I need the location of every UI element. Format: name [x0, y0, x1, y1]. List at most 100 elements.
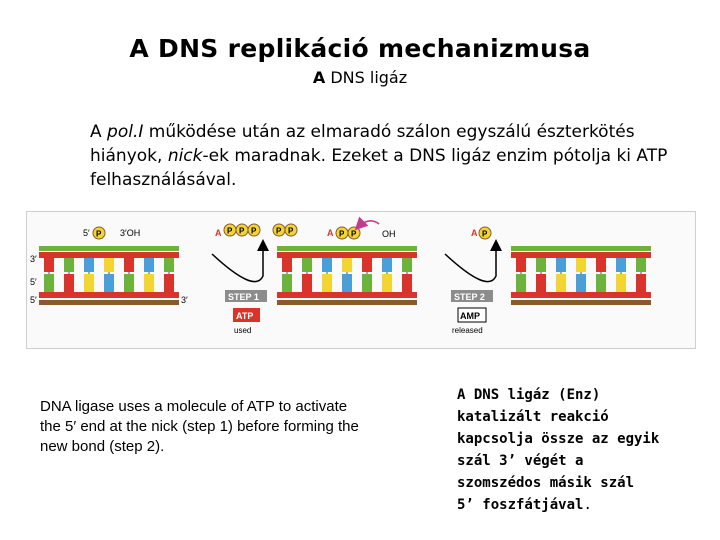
- summary-line-6-end: .: [583, 497, 592, 513]
- summary-line-5: szomszédos másik szál: [457, 475, 635, 491]
- base-top: [536, 258, 546, 272]
- base-top: [516, 258, 526, 272]
- phosphate-pp-2: P: [284, 223, 298, 237]
- phosphate-label-1: P: [96, 230, 102, 239]
- label-5prime-left: 5′: [30, 277, 37, 287]
- base-top: [402, 258, 412, 272]
- svg-text:P: P: [482, 230, 488, 239]
- base-bottom: [124, 274, 134, 292]
- summary-text: A DNS ligáz (Enz) katalizált reakció kap…: [457, 384, 707, 516]
- base-bottom: [64, 274, 74, 292]
- phosphate-atp-2: P: [235, 223, 249, 237]
- bottom-sugar: [277, 300, 417, 305]
- step1-arrow: [211, 239, 269, 283]
- subtitle-prefix: A: [312, 68, 326, 87]
- label-3oh-top-1: 3′OH: [120, 228, 140, 238]
- svg-text:P: P: [239, 227, 245, 236]
- intro-italic-nick: nick: [167, 146, 203, 166]
- intro-part3: -ek maradnak. Ezeket a DNS ligáz enzim p…: [90, 146, 668, 190]
- amp-label: AMP: [460, 311, 480, 321]
- base-bottom: [556, 274, 566, 292]
- base-top: [342, 258, 352, 272]
- phosphate-mid-2: P: [347, 226, 361, 240]
- bottom-backbone: [39, 292, 179, 298]
- bottom-sugar: [39, 300, 179, 305]
- base-bottom: [44, 274, 54, 292]
- bottom-backbone: [511, 292, 651, 298]
- summary-line-1: A DNS ligáz (Enz): [457, 387, 601, 403]
- page-title: A DNS replikáció mechanizmusa: [129, 34, 591, 63]
- base-top: [616, 258, 626, 272]
- base-top: [636, 258, 646, 272]
- svg-text:P: P: [251, 227, 257, 236]
- phosphate-mid-1: P: [335, 226, 349, 240]
- adenine-label-3: A: [471, 228, 478, 238]
- svg-text:P: P: [339, 230, 345, 239]
- top-sugar: [511, 246, 651, 251]
- adenine-label-1: A: [215, 228, 222, 238]
- base-bottom: [362, 274, 372, 292]
- base-top: [322, 258, 332, 272]
- base-bottom: [302, 274, 312, 292]
- base-top: [302, 258, 312, 272]
- base-bottom: [516, 274, 526, 292]
- summary-line-4: szál 3’ végét a: [457, 453, 584, 469]
- label-5prime-bottom: 5′: [30, 295, 37, 305]
- base-top: [64, 258, 74, 272]
- base-bottom: [536, 274, 546, 292]
- base-top: [362, 258, 372, 272]
- oh-label-mid: OH: [382, 229, 396, 239]
- base-top: [44, 258, 54, 272]
- summary-line-6-bold: 5’ foszfátjával: [457, 497, 584, 513]
- dna-segment-3: [511, 246, 651, 305]
- top-backbone: [511, 252, 651, 258]
- base-bottom: [164, 274, 174, 292]
- base-bottom: [576, 274, 586, 292]
- phosphate-circle-1: [92, 226, 106, 240]
- base-bottom: [282, 274, 292, 292]
- label-3prime-left: 3′: [30, 254, 37, 264]
- label-3prime-bottom: 3′: [181, 295, 188, 305]
- base-bottom: [342, 274, 352, 292]
- svg-text:P: P: [227, 227, 233, 236]
- summary-line-2: katalizált reakció: [457, 409, 609, 425]
- summary-line-6: 5’ foszfátjával.: [457, 494, 707, 516]
- intro-part2: működése után az elmaradó szálon egyszál…: [90, 122, 635, 166]
- dna-segment-2: [277, 246, 417, 305]
- step2-label: STEP 2: [454, 292, 485, 302]
- base-bottom: [596, 274, 606, 292]
- label-5prime-top-1: 5′: [83, 228, 90, 238]
- top-backbone: [39, 252, 179, 258]
- phosphate-atp-1: P: [223, 223, 237, 237]
- base-top: [164, 258, 174, 272]
- intro-part1: A: [90, 122, 108, 142]
- bottom-sugar: [511, 300, 651, 305]
- step2-arrow: [444, 239, 502, 283]
- base-bottom: [104, 274, 114, 292]
- svg-text:P: P: [276, 227, 282, 236]
- base-top: [576, 258, 586, 272]
- svg-text:P: P: [351, 230, 357, 239]
- base-bottom: [616, 274, 626, 292]
- step1-badge: [225, 290, 267, 302]
- adenine-label-2: A: [327, 228, 334, 238]
- base-bottom: [84, 274, 94, 292]
- base-bottom: [402, 274, 412, 292]
- top-sugar: [277, 246, 417, 251]
- base-top: [382, 258, 392, 272]
- base-bottom: [144, 274, 154, 292]
- figure-caption: DNA ligase uses a molecule of ATP to act…: [40, 398, 359, 455]
- dna-segment-1: [39, 246, 179, 305]
- page-subtitle: A DNS ligáz: [0, 68, 720, 87]
- base-top: [104, 258, 114, 272]
- intro-paragraph: A pol.I működése után az elmaradó szálon…: [90, 120, 670, 192]
- nick-attack-arrow: [354, 216, 380, 231]
- base-bottom: [382, 274, 392, 292]
- base-top: [124, 258, 134, 272]
- summary-line-3: kapcsolja össze az egyik: [457, 431, 660, 447]
- svg-text:P: P: [288, 227, 294, 236]
- atp-badge: [233, 308, 260, 322]
- used-label: used: [234, 326, 251, 335]
